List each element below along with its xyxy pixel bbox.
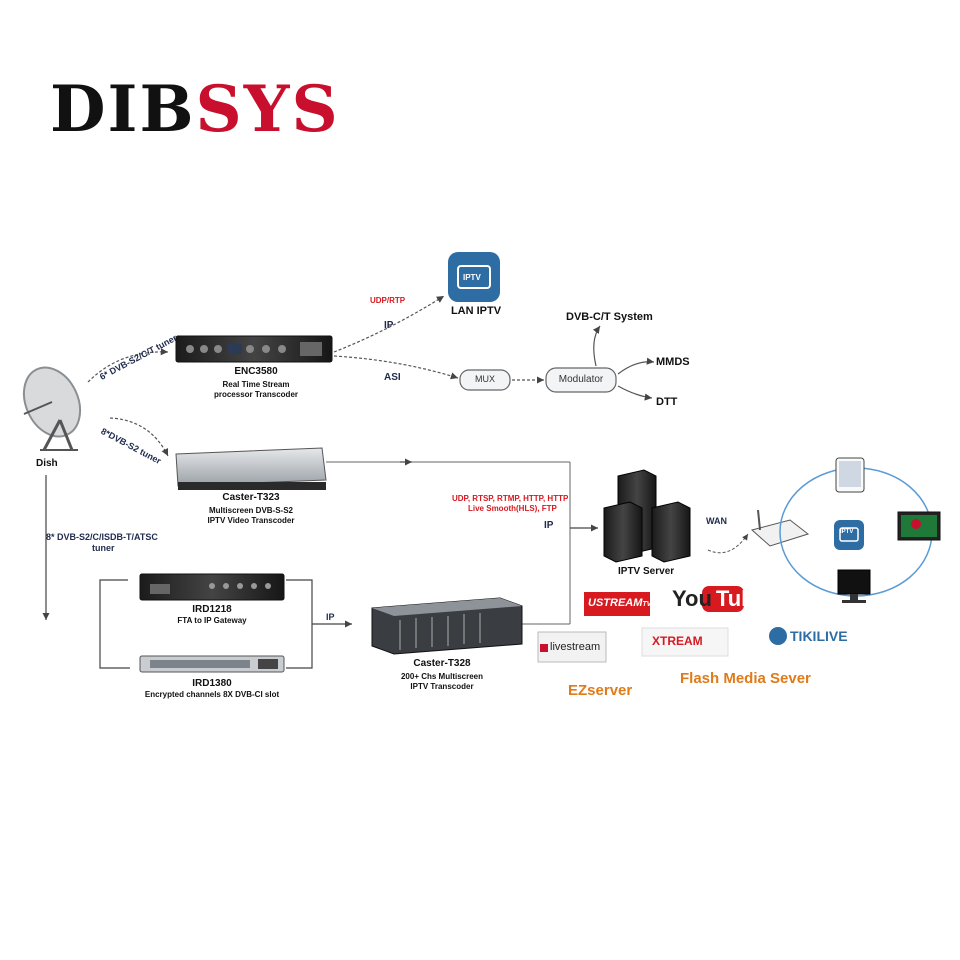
lan-protocol: UDP/RTP bbox=[370, 296, 406, 305]
logo-part-dark: DIB bbox=[50, 72, 196, 147]
t328-name: Caster-T328 bbox=[413, 658, 471, 669]
youtube-tube: Tube bbox=[715, 586, 767, 611]
t323-name: Caster-T323 bbox=[222, 492, 280, 503]
iptv-client-icon bbox=[834, 520, 864, 550]
server-protocols-line1: UDP, RTSP, RTMP, HTTP, HTTP bbox=[452, 494, 569, 503]
enc3580-name: ENC3580 bbox=[234, 366, 278, 377]
iptv-server-label: IPTV Server bbox=[618, 566, 675, 577]
server-protocols-line2: Live Smooth(HLS), FTP bbox=[468, 504, 557, 513]
tikilive-text: TIKILIVE bbox=[790, 628, 848, 644]
tikilive-logo bbox=[769, 627, 787, 645]
dibsys-logo: DIBSYS bbox=[50, 78, 340, 142]
livestream-text: livestream bbox=[550, 641, 601, 653]
ird1380-desc: Encrypted channels 8X DVB-CI slot bbox=[144, 690, 280, 699]
xtream-text: XTREAM bbox=[652, 634, 703, 648]
ird1380-device-icon bbox=[139, 655, 285, 673]
enc3580-desc1: Real Time Stream bbox=[222, 380, 290, 389]
edge-dish-t323 bbox=[109, 417, 169, 457]
wan-label: WAN bbox=[706, 516, 727, 526]
output-dvb: DVB-C/T System bbox=[566, 311, 653, 323]
ustream-logo bbox=[584, 592, 650, 616]
ustream-text: USTREAMTV bbox=[588, 597, 651, 609]
edge-mod-dvb bbox=[592, 325, 601, 367]
edge-enc-lan bbox=[333, 295, 445, 353]
edge-enc-mux bbox=[333, 355, 459, 380]
flash-media-label: Flash Media Sever bbox=[680, 670, 811, 687]
youtube-you: You bbox=[672, 586, 712, 611]
iptv-server-icon bbox=[603, 469, 691, 563]
ustream-tv: TV bbox=[642, 601, 652, 608]
ezserver-label: EZserver bbox=[568, 682, 633, 699]
client-iptv-text: IPTV bbox=[840, 529, 854, 535]
xtream-logo bbox=[641, 627, 729, 657]
livestream-logo bbox=[537, 631, 607, 663]
lan-iptv-icon-text: IPTV bbox=[463, 273, 481, 282]
asi-edge-label: ASI bbox=[384, 372, 401, 383]
logo-part-red: SYS bbox=[195, 72, 340, 147]
lan-edge-label: IP bbox=[384, 320, 394, 331]
ird1380-name: IRD1380 bbox=[192, 678, 232, 689]
monitor-icon bbox=[837, 569, 871, 603]
youtube-logo bbox=[702, 586, 744, 612]
t323-desc1: Multiscreen DVB-S-S2 bbox=[208, 506, 294, 515]
ird1218-desc: FTA to IP Gateway bbox=[177, 616, 247, 625]
ird-output-bracket bbox=[286, 579, 313, 669]
t323-desc2: IPTV Video Transcoder bbox=[207, 516, 295, 525]
t328-desc1: 200+ Chs Multiscreen bbox=[400, 672, 484, 681]
output-dtt: DTT bbox=[656, 396, 678, 408]
ird-group-bracket bbox=[99, 579, 130, 669]
tv-icon bbox=[897, 511, 941, 541]
modulator-label: Modulator bbox=[558, 374, 604, 385]
lan-iptv-icon bbox=[448, 252, 500, 302]
dish-label: Dish bbox=[36, 458, 58, 469]
edge-server-wan bbox=[707, 533, 749, 554]
modulator-box bbox=[545, 367, 617, 393]
ird-tuner-label-line2: tuner bbox=[92, 543, 115, 553]
ird-tuner-label-line1: 8* DVB-S2/C/ISDB-T/ATSC bbox=[46, 532, 158, 542]
tablet-icon bbox=[835, 457, 865, 493]
caster-t323-device-icon bbox=[175, 447, 327, 490]
enc3580-device-icon bbox=[175, 335, 333, 363]
caster-t328-device-icon bbox=[371, 597, 523, 655]
edge-mod-dtt bbox=[617, 385, 653, 401]
server-ip-label: IP bbox=[544, 520, 554, 531]
output-mmds: MMDS bbox=[656, 356, 690, 368]
ird-ip-label: IP bbox=[326, 612, 335, 622]
t328-desc2: IPTV Transcoder bbox=[410, 682, 474, 691]
mux-label: MUX bbox=[475, 374, 495, 384]
lan-iptv-label: LAN IPTV bbox=[450, 305, 502, 317]
ird1218-device-icon bbox=[139, 573, 285, 601]
ustream-word: USTREAM bbox=[588, 597, 643, 609]
mux-box bbox=[459, 369, 511, 391]
satellite-dish-icon bbox=[22, 366, 82, 451]
ird1218-name: IRD1218 bbox=[192, 604, 232, 615]
enc3580-desc2: processor Transcoder bbox=[213, 390, 299, 399]
edge-mod-mmds bbox=[617, 357, 655, 375]
